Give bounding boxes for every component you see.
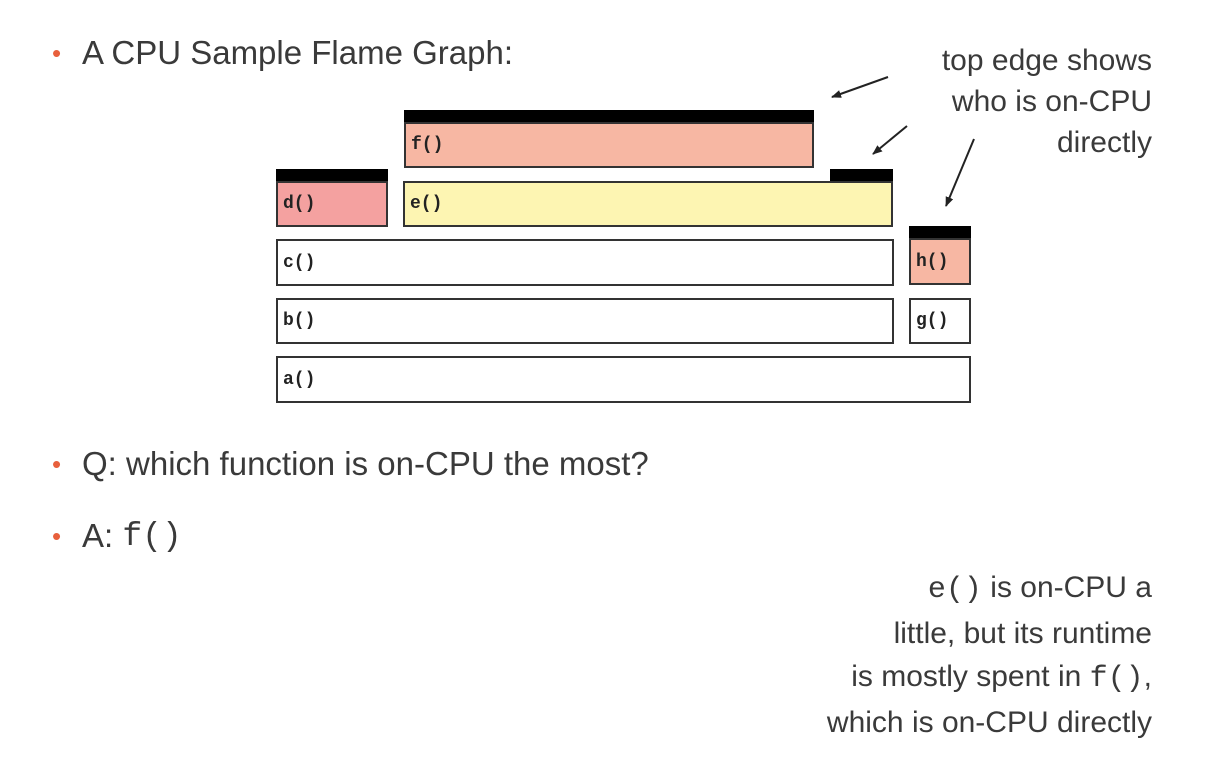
annotation-bottom-line1: e() is on-CPU a: [827, 566, 1152, 612]
on-cpu-bar-d: [276, 169, 388, 183]
frame-e: e(): [403, 181, 893, 227]
frame-label-g: g(): [916, 311, 949, 331]
frame-f: f(): [404, 122, 814, 168]
frame-label-b: b(): [283, 311, 316, 331]
frame-c: c(): [276, 239, 894, 286]
annotation-bottom: e() is on-CPU a little, but its runtime …: [827, 566, 1152, 744]
arrow-to-e: [872, 125, 908, 155]
annotation-text3-end: ,: [1143, 660, 1152, 693]
on-cpu-bar-h: [909, 226, 971, 240]
on-cpu-bar-e: [830, 169, 893, 183]
annotation-text3: is mostly spent in: [851, 660, 1090, 693]
frame-h: h(): [909, 238, 971, 285]
frame-g: g(): [909, 298, 971, 344]
bullet-dot: •: [52, 448, 62, 479]
frame-label-e: e(): [410, 194, 443, 214]
bullet-dot: •: [52, 37, 62, 68]
frame-label-h: h(): [916, 251, 949, 272]
frame-a: a(): [276, 356, 971, 403]
frame-label-a: a(): [283, 369, 316, 390]
slide-title: A CPU Sample Flame Graph:: [82, 34, 513, 71]
annotation-top: top edge shows who is on-CPU directly: [942, 40, 1152, 163]
frame-b: b(): [276, 298, 894, 344]
bullet-title: • A CPU Sample Flame Graph:: [52, 34, 513, 72]
answer-code: f(): [122, 517, 182, 555]
frame-label-d: d(): [283, 194, 316, 214]
annotation-text1: is on-CPU a: [981, 571, 1152, 604]
bullet-question: • Q: which function is on-CPU the most?: [52, 445, 649, 483]
answer-prefix: A:: [82, 517, 123, 554]
bullet-answer: • A: f(): [52, 517, 182, 555]
on-cpu-bar-f: [404, 110, 814, 124]
arrow-to-f: [831, 76, 889, 98]
annotation-top-line1: top edge shows: [941, 44, 1152, 77]
annotation-bottom-line2: little, but its runtime: [893, 617, 1152, 650]
frame-d: d(): [276, 181, 388, 227]
bullet-dot: •: [52, 520, 62, 551]
annotation-top-line2: who is on-CPU: [951, 85, 1152, 118]
frame-label-c: c(): [283, 252, 316, 273]
annotation-bottom-line3: is mostly spent in f(),: [827, 655, 1152, 701]
annotation-code-f: f(): [1089, 662, 1144, 696]
frame-label-f: f(): [411, 135, 444, 155]
question-text: Q: which function is on-CPU the most?: [82, 445, 649, 482]
annotation-top-line3: directly: [1056, 126, 1152, 159]
annotation-bottom-line4: which is on-CPU directly: [826, 706, 1152, 739]
annotation-code-e: e(): [927, 573, 982, 607]
